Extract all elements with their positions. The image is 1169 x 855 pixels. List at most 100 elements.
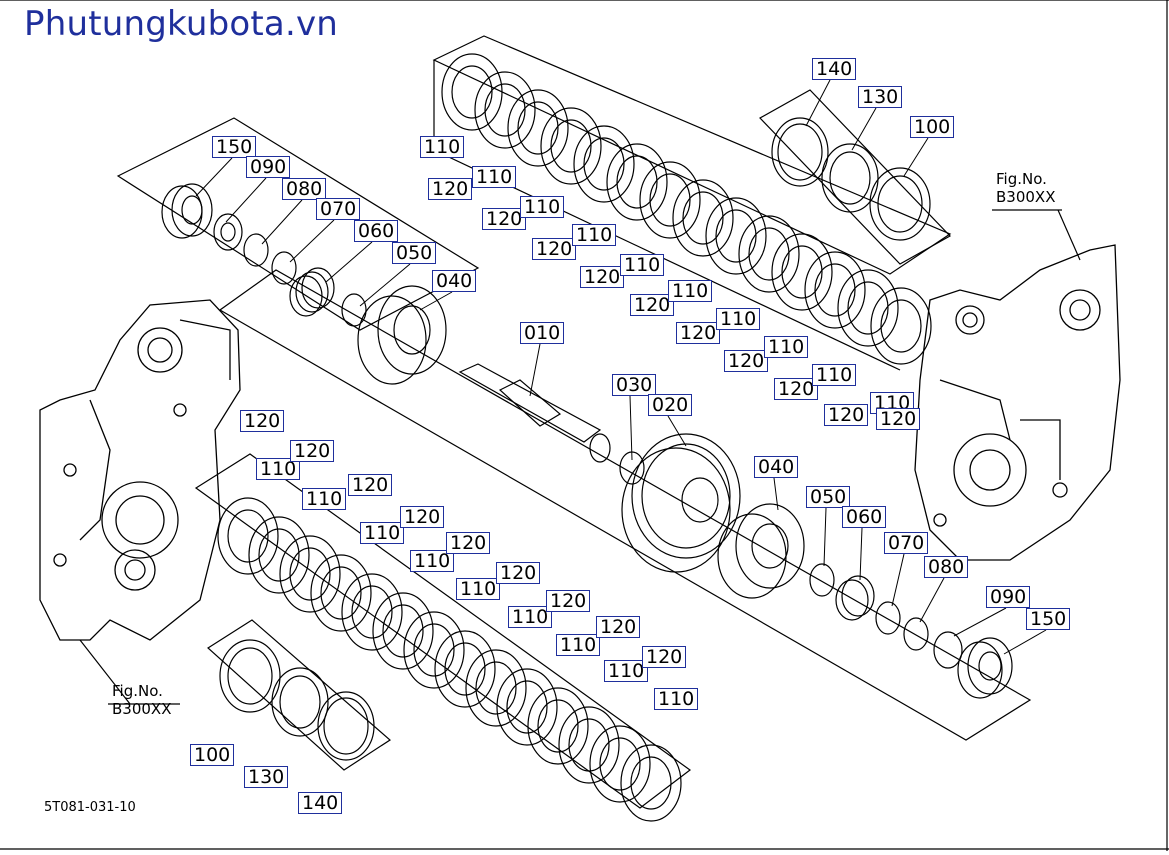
part-callout-120[interactable]: 120 (290, 440, 335, 462)
clutch-disc (441, 53, 503, 131)
clutch-disc (403, 611, 465, 689)
part-callout-150[interactable]: 150 (212, 136, 257, 158)
part-callout-120[interactable]: 120 (532, 238, 577, 260)
part-callout-090[interactable]: 090 (246, 156, 291, 178)
part-callout-120[interactable]: 120 (774, 378, 819, 400)
part-callout-070[interactable]: 070 (316, 198, 361, 220)
clutch-disc (351, 585, 393, 639)
part-callout-110[interactable]: 110 (360, 522, 405, 544)
part-callout-090[interactable]: 090 (986, 586, 1031, 608)
part-callout-150[interactable]: 150 (1026, 608, 1071, 630)
clutch-disc (320, 566, 362, 620)
clutch-disc (310, 554, 372, 632)
clutch-disc (248, 516, 310, 594)
site-watermark: Phutungkubota.vn (24, 4, 339, 44)
clutch-disc (880, 299, 922, 353)
leader-line (629, 395, 633, 461)
part-callout-100[interactable]: 100 (910, 116, 955, 138)
part-callout-040[interactable]: 040 (432, 270, 477, 292)
part-callout-100[interactable]: 100 (190, 744, 235, 766)
part-callout-140[interactable]: 140 (298, 792, 343, 814)
leader-line (953, 607, 1007, 637)
part-callout-120[interactable]: 120 (348, 474, 393, 496)
clutch-disc (682, 191, 724, 245)
leader-line (773, 477, 779, 511)
upper-disc-box (432, 35, 952, 275)
part-callout-120[interactable]: 120 (676, 322, 721, 344)
part-callout-110[interactable]: 110 (302, 488, 347, 510)
clutch-disc (465, 649, 527, 727)
part-callout-110[interactable]: 110 (620, 254, 665, 276)
leader-line (851, 107, 877, 151)
part-callout-120[interactable]: 120 (240, 410, 285, 432)
part-callout-110[interactable]: 110 (604, 660, 649, 682)
clutch-disc (413, 623, 455, 677)
part-callout-110[interactable]: 110 (716, 308, 761, 330)
part-callout-130[interactable]: 130 (858, 86, 903, 108)
part-callout-120[interactable]: 120 (724, 350, 769, 372)
clutch-disc (814, 263, 856, 317)
part-callout-110[interactable]: 110 (812, 364, 857, 386)
clutch-disc (649, 173, 691, 227)
part-callout-110[interactable]: 110 (556, 634, 601, 656)
part-callout-120[interactable]: 120 (596, 616, 641, 638)
clutch-disc (705, 197, 767, 275)
part-callout-110[interactable]: 110 (572, 224, 617, 246)
part-callout-080[interactable]: 080 (282, 178, 327, 200)
part-callout-110[interactable]: 110 (410, 550, 455, 572)
part-callout-120[interactable]: 120 (400, 506, 445, 528)
leader-line (823, 507, 827, 567)
part-callout-110[interactable]: 110 (668, 280, 713, 302)
part-callout-020[interactable]: 020 (648, 394, 693, 416)
part-callout-110[interactable]: 110 (456, 578, 501, 600)
part-callout-110[interactable]: 110 (420, 136, 465, 158)
part-callout-110[interactable]: 110 (520, 196, 565, 218)
clutch-disc (847, 281, 889, 335)
fig-ref-leader-right (1057, 209, 1081, 261)
part-callout-110[interactable]: 110 (472, 166, 517, 188)
clutch-disc (507, 89, 569, 167)
fig-ref-right: Fig.No. B300XX (996, 170, 1055, 206)
part-callout-110[interactable]: 110 (508, 606, 553, 628)
part-callout-120[interactable]: 120 (630, 294, 675, 316)
clutch-disc (341, 573, 403, 651)
part-callout-120[interactable]: 120 (824, 404, 869, 426)
part-callout-110[interactable]: 110 (256, 458, 301, 480)
part-callout-010[interactable]: 010 (520, 322, 565, 344)
leader-line (667, 415, 687, 447)
part-callout-120[interactable]: 120 (546, 590, 591, 612)
part-callout-120[interactable]: 120 (876, 408, 921, 430)
part-callout-120[interactable]: 120 (482, 208, 527, 230)
part-callout-120[interactable]: 120 (496, 562, 541, 584)
part-callout-060[interactable]: 060 (842, 506, 887, 528)
part-callout-070[interactable]: 070 (884, 532, 929, 554)
clutch-disc (434, 630, 496, 708)
drawing-number: 5T081-031-10 (44, 800, 136, 815)
part-callout-050[interactable]: 050 (392, 242, 437, 264)
part-callout-050[interactable]: 050 (806, 486, 851, 508)
leader-line (195, 157, 233, 197)
clutch-disc (715, 209, 757, 263)
part-callout-140[interactable]: 140 (812, 58, 857, 80)
part-callout-060[interactable]: 060 (354, 220, 399, 242)
part-callout-120[interactable]: 120 (446, 532, 491, 554)
part-callout-080[interactable]: 080 (924, 556, 969, 578)
leader-line (529, 343, 541, 397)
clutch-disc (599, 737, 641, 791)
part-callout-120[interactable]: 120 (642, 646, 687, 668)
part-callout-120[interactable]: 120 (428, 178, 473, 200)
clutch-disc (474, 71, 536, 149)
clutch-disc (620, 744, 682, 822)
clutch-disc (372, 592, 434, 670)
part-callout-120[interactable]: 120 (580, 266, 625, 288)
leader-line (419, 291, 453, 311)
part-callout-110[interactable]: 110 (654, 688, 699, 710)
clutch-disc (616, 155, 658, 209)
part-callout-110[interactable]: 110 (764, 336, 809, 358)
part-callout-130[interactable]: 130 (244, 766, 289, 788)
part-callout-040[interactable]: 040 (754, 456, 799, 478)
part-callout-030[interactable]: 030 (612, 374, 657, 396)
clutch-disc (568, 718, 610, 772)
clutch-disc (781, 245, 823, 299)
